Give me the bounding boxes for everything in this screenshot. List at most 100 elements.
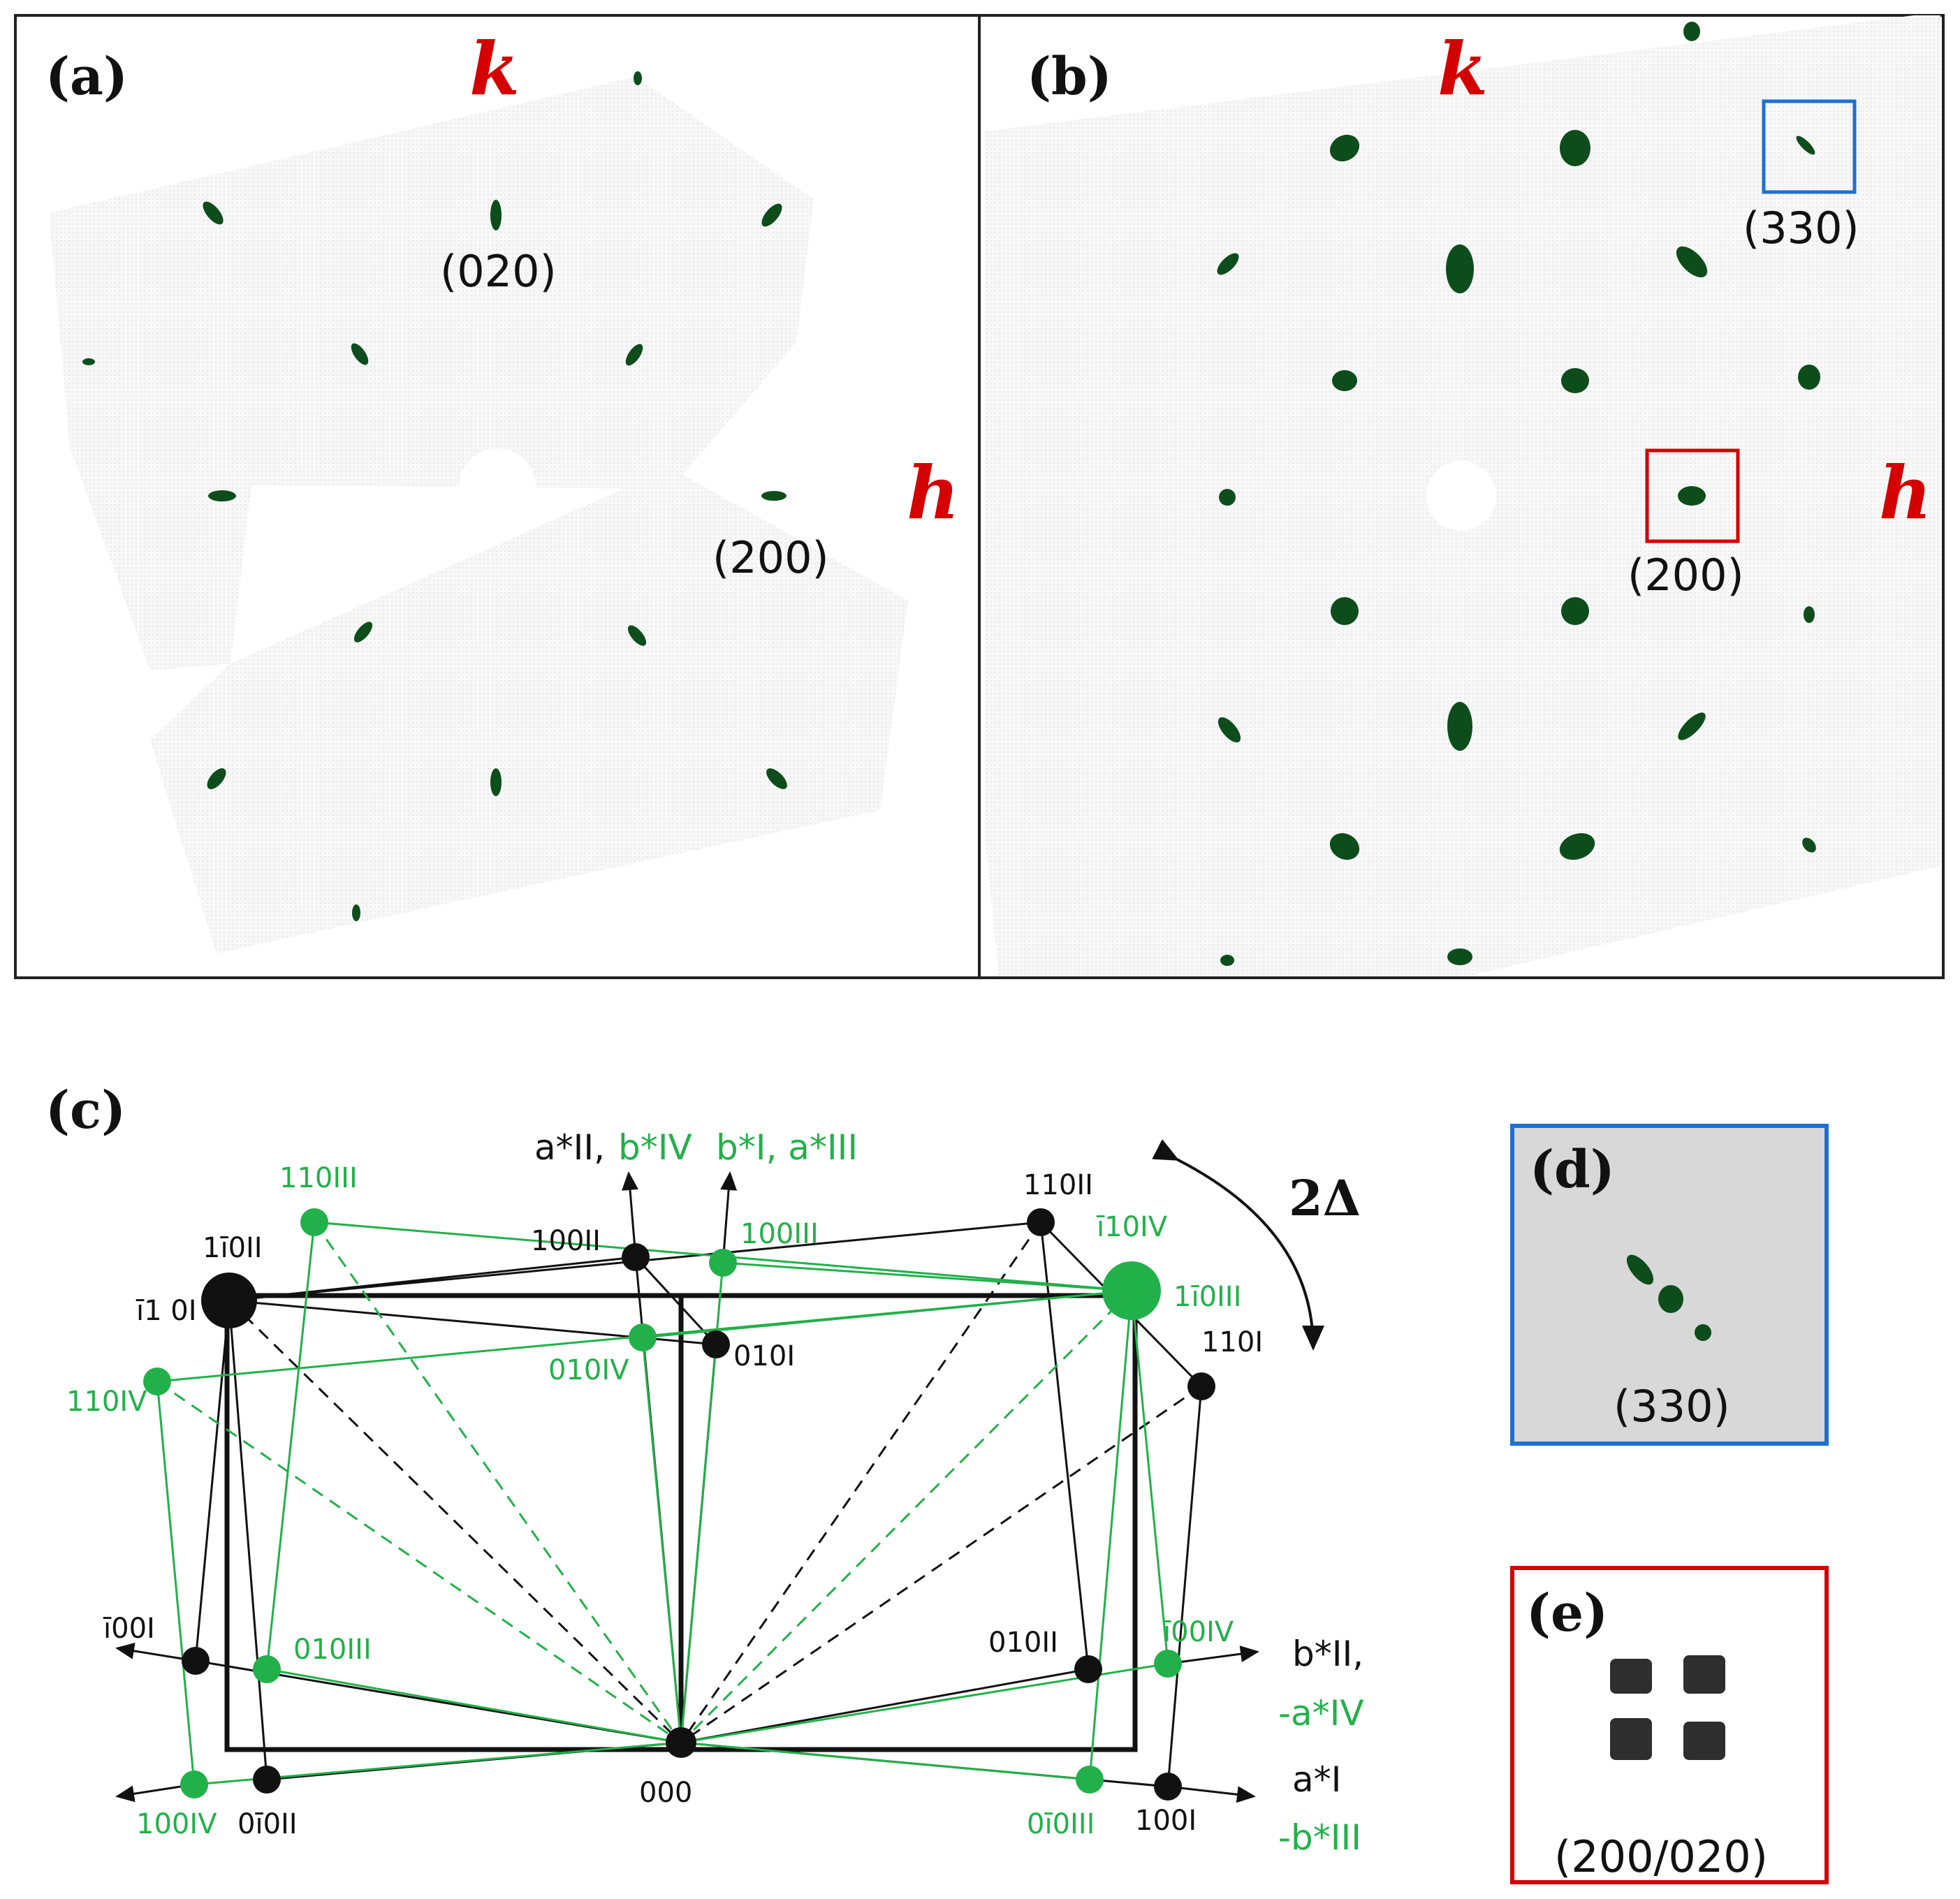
panel-c: (c) <box>45 1080 1364 1858</box>
panel-a: (a) k h (020) (200) <box>14 14 981 979</box>
spot-b-330 <box>1796 135 1815 155</box>
spot-a <box>766 768 787 789</box>
panel-b-beamstop <box>1426 461 1496 531</box>
black-diagonal <box>680 1385 1202 1744</box>
label-000: 000 <box>639 1777 692 1809</box>
panel-d: (d) (330) <box>1510 1124 1829 1446</box>
green-edge <box>156 1381 196 1785</box>
spot-a-020 <box>490 200 502 230</box>
black-edge <box>228 1300 268 1780</box>
axis-label-right-lower-green: -b*III <box>1278 1817 1361 1858</box>
spot-a <box>761 203 782 227</box>
label-010-II: 010II <box>988 1627 1058 1659</box>
spot-b-200 <box>1678 486 1706 506</box>
black-diagonal <box>228 1299 682 1744</box>
panel-b-k-label: k <box>1438 26 1488 112</box>
panel-a-letter: (a) <box>45 47 128 107</box>
panel-b-letter: (b) <box>1027 47 1112 107</box>
panel-d-spots <box>1626 1254 1711 1341</box>
spot-b <box>1559 833 1595 860</box>
axis-label-right-upper-black: b*II, <box>1292 1634 1363 1674</box>
panel-b-200-label: (200) <box>1628 550 1744 601</box>
point-origin <box>666 1727 696 1758</box>
black-diagonal <box>680 1222 1042 1743</box>
spot-b <box>1560 130 1590 166</box>
green-edge <box>265 1222 316 1670</box>
spot-d <box>1626 1254 1654 1285</box>
label-0bar10-III: 0ī0III <box>1027 1808 1095 1840</box>
spot-b <box>1220 955 1234 966</box>
black-diagonals <box>228 1222 1202 1744</box>
label-110-I: 110I <box>1201 1326 1263 1358</box>
spot-a <box>353 622 373 643</box>
panel-b-330-box <box>1762 99 1857 194</box>
label-100-IV: 100IV <box>136 1808 217 1840</box>
green-diagonals <box>156 1222 1133 1744</box>
label-1bar10-III: 1ī0III <box>1173 1281 1241 1313</box>
spot-b <box>1802 837 1816 853</box>
point-0bar10-III <box>1076 1766 1104 1794</box>
label-1bar10-II: 1ī0II <box>203 1232 263 1264</box>
point-100-III <box>709 1249 737 1277</box>
green-edge <box>1088 1290 1133 1780</box>
panel-d-letter: (d) <box>1530 1140 1615 1200</box>
label-bar100-I: ī00I <box>103 1613 155 1645</box>
point-bar100-I <box>182 1647 210 1675</box>
green-edge <box>641 1337 682 1743</box>
spot-b <box>1676 246 1708 278</box>
panel-a-k-label: k <box>469 26 520 112</box>
spot-b <box>1447 702 1472 751</box>
spot-b <box>1217 253 1239 275</box>
spot-a <box>490 768 502 796</box>
spot-a <box>625 344 643 366</box>
point-0bar10-II <box>253 1766 281 1794</box>
rotation-angle-label: 2Δ <box>1289 1169 1361 1227</box>
axis-right-lower <box>1167 1785 1256 1803</box>
panel-d-frame <box>1510 1124 1829 1446</box>
axis-label-top-black: a*II, <box>534 1127 605 1168</box>
panel-a-pattern-upper <box>49 77 814 670</box>
label-010-IV: 010IV <box>548 1354 629 1386</box>
green-diagonal <box>680 1289 1133 1744</box>
spot-b <box>1332 370 1357 391</box>
panel-c-letter: (c) <box>45 1080 126 1141</box>
spot-e <box>1683 1655 1725 1694</box>
green-edge <box>642 1289 1132 1339</box>
spot-a-200 <box>761 491 787 501</box>
label-0bar10-II: 0ī0II <box>237 1808 298 1840</box>
black-points <box>182 1208 1215 1801</box>
panel-b: (b) k h (330) (200) <box>978 14 1945 979</box>
spot-a <box>352 904 360 921</box>
spot-d <box>1658 1285 1683 1313</box>
label-110-III: 110III <box>279 1162 358 1194</box>
label-100-II: 100II <box>531 1225 601 1257</box>
black-edge <box>194 1300 231 1662</box>
panel-e-letter: (e) <box>1526 1583 1608 1643</box>
panel-a-pattern-lower <box>150 468 908 953</box>
axis-right-upper <box>1167 1645 1259 1665</box>
spot-a <box>207 768 226 789</box>
spot-a <box>634 71 642 85</box>
spot-a <box>208 490 236 501</box>
panel-a-beamstop <box>459 448 536 525</box>
black-edge <box>1039 1222 1090 1670</box>
point-110-IV <box>143 1368 171 1395</box>
label-110-IV: 110IV <box>66 1386 147 1418</box>
spot-b <box>1446 244 1474 293</box>
spot-b <box>1329 134 1360 162</box>
panel-a-200-label: (200) <box>712 532 829 583</box>
green-edge <box>680 1741 1090 1781</box>
panel-e-label: (200/020) <box>1554 1831 1768 1882</box>
panel-b-200-box <box>1645 448 1740 543</box>
spot-e <box>1683 1722 1725 1760</box>
spot-b <box>1331 597 1359 625</box>
point-100-II <box>622 1243 650 1271</box>
spot-a <box>82 358 95 365</box>
spot-b <box>1219 489 1236 506</box>
label-100-I: 100I <box>1135 1805 1197 1837</box>
spot-a <box>627 625 647 646</box>
point-bar110-I <box>201 1273 257 1328</box>
green-edge <box>1130 1290 1169 1664</box>
point-010-II <box>1074 1655 1102 1683</box>
